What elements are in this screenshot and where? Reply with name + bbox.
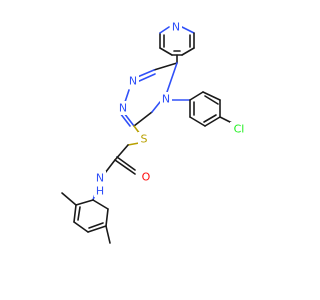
structure-canvas: N N N N S O N H Cl [61, 20, 248, 244]
oxygen-label: O [142, 171, 151, 184]
atom-labels: N N N N S O N H Cl [94, 20, 248, 198]
sulfur-label: S [141, 133, 148, 146]
chlorine-label: Cl [234, 123, 245, 136]
molecule-diagram: N N N N S O N H Cl [61, 20, 248, 244]
triazole-n2-label: N [119, 102, 127, 115]
amide-nitrogen-label: N [96, 172, 104, 185]
pyridine-nitrogen-label: N [172, 21, 180, 34]
triazole-n4-label: N [162, 93, 170, 106]
dimethylphenyl-ring [61, 187, 111, 244]
pyridine-ring [159, 26, 195, 64]
triazole-n1-label: N [129, 75, 137, 88]
amide-hydrogen-label: H [96, 185, 104, 198]
chlorophenyl-ring [171, 91, 239, 127]
